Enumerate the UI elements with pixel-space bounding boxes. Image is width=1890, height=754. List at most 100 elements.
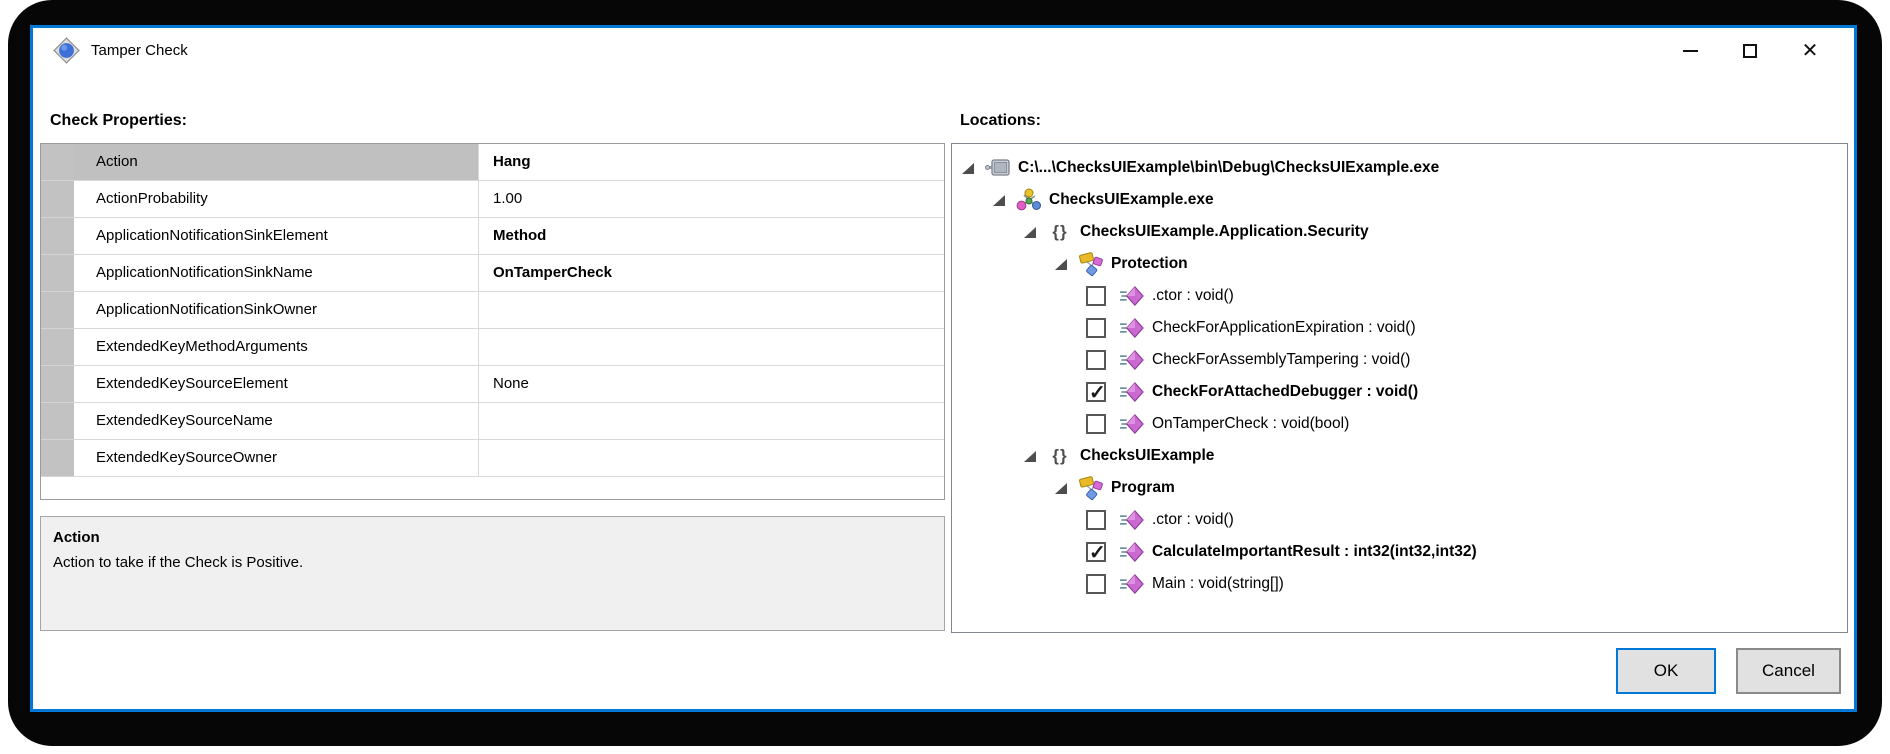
row-gutter bbox=[41, 144, 74, 181]
property-value[interactable]: Method bbox=[479, 218, 944, 255]
expander-icon[interactable] bbox=[1055, 258, 1067, 270]
method-checkbox[interactable] bbox=[1086, 380, 1106, 405]
tree-node-label[interactable]: Protection bbox=[1111, 255, 1188, 272]
tree-node-label[interactable]: .ctor : void() bbox=[1152, 287, 1234, 304]
property-name[interactable]: ApplicationNotificationSinkName bbox=[74, 255, 479, 292]
namespace-icon: {} bbox=[1052, 222, 1068, 241]
method-checkbox[interactable] bbox=[1086, 574, 1106, 594]
method-checkbox[interactable] bbox=[1086, 318, 1106, 338]
tree-node-label[interactable]: CheckForAssemblyTampering : void() bbox=[1152, 351, 1411, 368]
method-icon bbox=[1119, 380, 1145, 404]
property-name[interactable]: ExtendedKeySourceName bbox=[74, 403, 479, 440]
tree-node[interactable]: C:\...\ChecksUIExample\bin\Debug\ChecksU… bbox=[952, 152, 1847, 184]
property-value[interactable]: None bbox=[479, 366, 944, 403]
description-title: Action bbox=[53, 529, 100, 546]
expander-icon[interactable] bbox=[993, 194, 1005, 206]
tree-node-label[interactable]: ChecksUIExample.Application.Security bbox=[1080, 223, 1369, 240]
method-checkbox[interactable] bbox=[1086, 286, 1106, 306]
maximize-button[interactable] bbox=[1720, 28, 1780, 74]
property-value[interactable]: OnTamperCheck bbox=[479, 255, 944, 292]
tree-node[interactable]: CheckForAssemblyTampering : void() bbox=[952, 344, 1847, 376]
tree-node-label[interactable]: C:\...\ChecksUIExample\bin\Debug\ChecksU… bbox=[1018, 159, 1440, 176]
property-name[interactable]: ExtendedKeyMethodArguments bbox=[74, 329, 479, 366]
tree-node-label[interactable]: CalculateImportantResult : int32(int32,i… bbox=[1152, 543, 1477, 560]
property-value[interactable] bbox=[479, 403, 944, 440]
tree-node-label[interactable]: CheckForApplicationExpiration : void() bbox=[1152, 319, 1416, 336]
method-checkbox[interactable] bbox=[1086, 414, 1106, 434]
property-row[interactable]: ExtendedKeySourceName bbox=[41, 403, 944, 440]
method-checkbox[interactable] bbox=[1086, 540, 1106, 565]
tree-node[interactable]: Main : void(string[]) bbox=[952, 568, 1847, 600]
method-icon bbox=[1119, 508, 1145, 532]
property-row[interactable]: ApplicationNotificationSinkOwner bbox=[41, 292, 944, 329]
tree-node-label[interactable]: .ctor : void() bbox=[1152, 511, 1234, 528]
tree-node-label[interactable]: CheckForAttachedDebugger : void() bbox=[1152, 383, 1419, 400]
method-icon bbox=[1119, 284, 1145, 308]
row-gutter bbox=[41, 292, 74, 329]
tree-node[interactable]: .ctor : void() bbox=[952, 280, 1847, 312]
titlebar[interactable]: Tamper Check ✕ bbox=[33, 28, 1854, 74]
tree-node[interactable]: {} ChecksUIExample bbox=[952, 440, 1847, 472]
tree-node[interactable]: .ctor : void() bbox=[952, 504, 1847, 536]
ok-button[interactable]: OK bbox=[1616, 648, 1716, 694]
tree-node[interactable]: CheckForApplicationExpiration : void() bbox=[952, 312, 1847, 344]
class-icon bbox=[1078, 252, 1104, 276]
method-icon bbox=[1119, 572, 1145, 596]
cancel-button[interactable]: Cancel bbox=[1736, 648, 1841, 694]
tree-node-label[interactable]: OnTamperCheck : void(bool) bbox=[1152, 415, 1350, 432]
locations-tree: C:\...\ChecksUIExample\bin\Debug\ChecksU… bbox=[951, 143, 1848, 633]
tree-node-label[interactable]: Main : void(string[]) bbox=[1152, 575, 1284, 592]
module-icon bbox=[985, 156, 1011, 180]
property-value[interactable]: Hang bbox=[479, 144, 944, 181]
assembly-icon bbox=[1016, 188, 1042, 212]
tree-node-label[interactable]: Program bbox=[1111, 479, 1175, 496]
row-gutter bbox=[41, 329, 74, 366]
maximize-icon bbox=[1743, 44, 1757, 58]
property-row[interactable]: ExtendedKeyMethodArguments bbox=[41, 329, 944, 366]
tree-node[interactable]: {} ChecksUIExample.Application.Security bbox=[952, 216, 1847, 248]
method-icon bbox=[1119, 316, 1145, 340]
close-icon: ✕ bbox=[1801, 40, 1819, 62]
property-value[interactable] bbox=[479, 292, 944, 329]
property-name[interactable]: ExtendedKeySourceElement bbox=[74, 366, 479, 403]
method-checkbox[interactable] bbox=[1086, 510, 1106, 530]
expander-icon[interactable] bbox=[1024, 226, 1036, 238]
property-name[interactable]: Action bbox=[74, 144, 479, 181]
tree-node[interactable]: Program bbox=[952, 472, 1847, 504]
minimize-button[interactable] bbox=[1660, 28, 1720, 74]
property-value[interactable] bbox=[479, 440, 944, 477]
tree-node-label[interactable]: ChecksUIExample bbox=[1080, 447, 1215, 464]
expander-icon[interactable] bbox=[962, 162, 974, 174]
property-name[interactable]: ApplicationNotificationSinkElement bbox=[74, 218, 479, 255]
expander-icon[interactable] bbox=[1024, 450, 1036, 462]
tree-node[interactable]: CheckForAttachedDebugger : void() bbox=[952, 376, 1847, 408]
method-icon bbox=[1119, 412, 1145, 436]
method-checkbox[interactable] bbox=[1086, 350, 1106, 370]
property-value[interactable] bbox=[479, 329, 944, 366]
description-text: Action to take if the Check is Positive. bbox=[53, 554, 304, 571]
tree-node[interactable]: ChecksUIExample.exe bbox=[952, 184, 1847, 216]
locations-label: Locations: bbox=[960, 112, 1041, 129]
property-name[interactable]: ApplicationNotificationSinkOwner bbox=[74, 292, 479, 329]
namespace-icon: {} bbox=[1052, 446, 1068, 465]
row-gutter bbox=[41, 366, 74, 403]
tree-node[interactable]: CalculateImportantResult : int32(int32,i… bbox=[952, 536, 1847, 568]
method-icon bbox=[1119, 540, 1145, 564]
tree-node[interactable]: Protection bbox=[952, 248, 1847, 280]
row-gutter bbox=[41, 440, 74, 477]
property-name[interactable]: ExtendedKeySourceOwner bbox=[74, 440, 479, 477]
close-button[interactable]: ✕ bbox=[1780, 28, 1840, 74]
property-row[interactable]: ExtendedKeySourceOwner bbox=[41, 440, 944, 477]
window-title: Tamper Check bbox=[91, 42, 188, 59]
expander-icon[interactable] bbox=[1055, 482, 1067, 494]
property-value[interactable]: 1.00 bbox=[479, 181, 944, 218]
tree-node-label[interactable]: ChecksUIExample.exe bbox=[1049, 191, 1214, 208]
property-name[interactable]: ActionProbability bbox=[74, 181, 479, 218]
tree-node[interactable]: OnTamperCheck : void(bool) bbox=[952, 408, 1847, 440]
